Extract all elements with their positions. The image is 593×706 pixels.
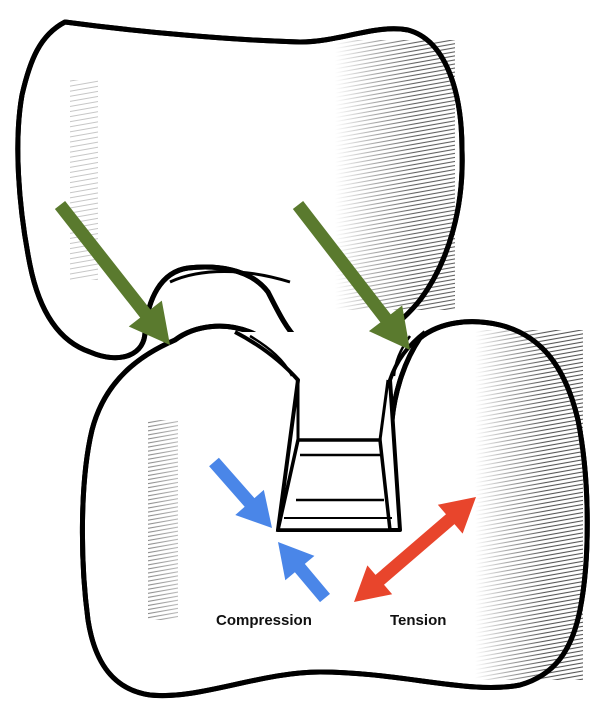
lower-bone [82, 322, 587, 696]
upper-bone [18, 22, 462, 358]
compression-label: Compression [216, 612, 312, 629]
tension-label: Tension [390, 612, 446, 629]
